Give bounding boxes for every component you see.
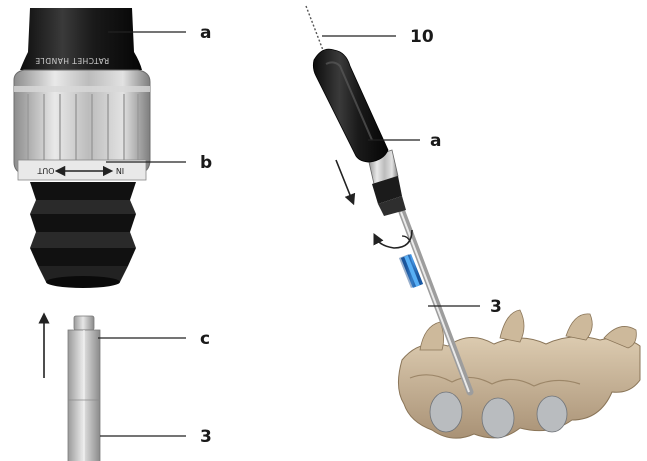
callout-right-10: 10: [410, 27, 434, 47]
callout-right-3: 3: [490, 297, 502, 317]
callout-left-a: a: [200, 23, 211, 43]
instrument-assembly: 10 a 3: [306, 6, 640, 438]
callout-left-b: b: [200, 153, 212, 173]
ribbed-nose: [30, 182, 136, 288]
direction-band: [18, 160, 146, 180]
direction-out-label: OUT: [37, 166, 54, 175]
vertebrae-model: [398, 310, 640, 438]
callout-left-c: c: [200, 329, 210, 349]
callout-right-a: a: [430, 131, 441, 151]
ratchet-handle-closeup: RATCHET HANDLE OUT IN: [14, 8, 212, 461]
instrument-handle: [313, 49, 388, 162]
hex-shaft-tip: [68, 316, 100, 461]
ratchet-collar: [14, 70, 150, 174]
direction-in-label: IN: [116, 166, 124, 175]
push-arrow: [336, 160, 352, 200]
callout-left-3: 3: [200, 427, 212, 447]
ratchet-handle-engraving: RATCHET HANDLE: [35, 56, 109, 65]
